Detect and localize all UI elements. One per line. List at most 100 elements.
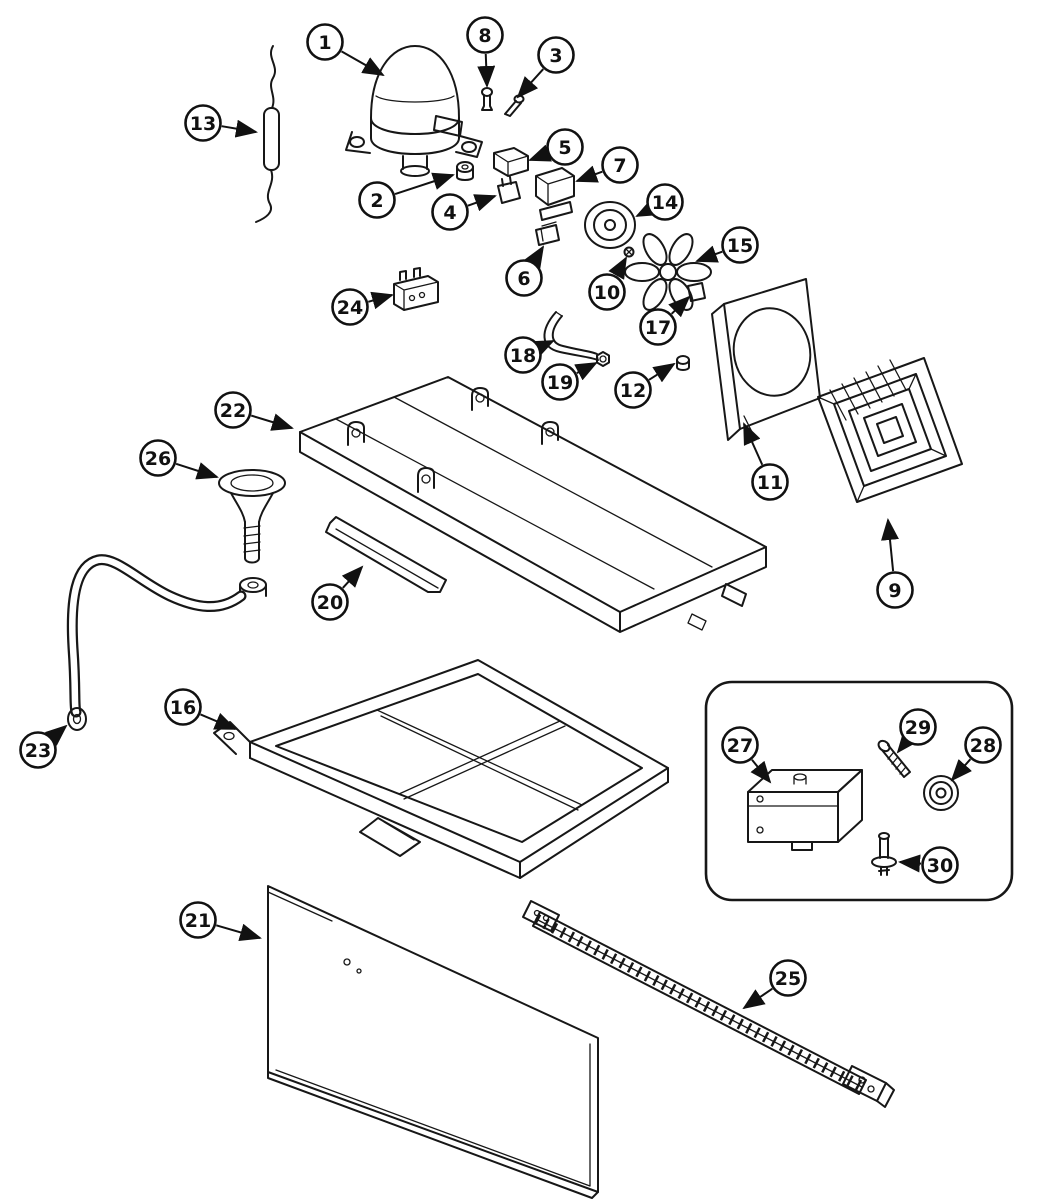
callout-5: 5 bbox=[528, 128, 584, 166]
callout-9: 9 bbox=[876, 518, 914, 609]
callout-28: 28 bbox=[950, 726, 1002, 782]
callout-4: 4 bbox=[431, 193, 497, 231]
callout-leader-29 bbox=[896, 730, 918, 754]
callout-leader-27 bbox=[750, 759, 772, 784]
callout-bubble-14 bbox=[646, 183, 684, 221]
callout-25: 25 bbox=[742, 959, 807, 1010]
callout-number-16: 16 bbox=[170, 697, 196, 719]
callout-bubble-5 bbox=[546, 128, 584, 166]
callout-bubble-13 bbox=[184, 104, 222, 142]
callout-number-10: 10 bbox=[594, 282, 620, 304]
callout-number-19: 19 bbox=[547, 372, 573, 394]
callout-19: 19 bbox=[541, 362, 598, 401]
callout-6: 6 bbox=[505, 245, 545, 297]
grommet-small bbox=[676, 355, 690, 371]
callout-number-4: 4 bbox=[443, 202, 456, 224]
callout-leader-25 bbox=[742, 987, 773, 1010]
callout-number-24: 24 bbox=[337, 297, 363, 319]
callout-bubble-28 bbox=[964, 726, 1002, 764]
callout-bubble-10 bbox=[588, 273, 626, 311]
callout-bubble-16 bbox=[164, 688, 202, 726]
callout-leader-21 bbox=[215, 923, 262, 942]
callout-leader-6 bbox=[524, 245, 545, 269]
callout-number-13: 13 bbox=[190, 113, 216, 135]
callout-number-5: 5 bbox=[558, 137, 571, 159]
callout-number-20: 20 bbox=[317, 592, 343, 614]
callout-2: 2 bbox=[358, 172, 455, 219]
callout-bubble-18 bbox=[504, 336, 542, 374]
overload-protector bbox=[535, 167, 575, 227]
callout-leader-24 bbox=[367, 291, 394, 310]
mounting-screw bbox=[877, 739, 911, 778]
callout-16: 16 bbox=[164, 688, 237, 730]
callout-bubble-4 bbox=[431, 193, 469, 231]
callout-number-7: 7 bbox=[613, 155, 626, 177]
callout-bubble-24 bbox=[331, 288, 369, 326]
callout-bubble-23 bbox=[19, 731, 57, 769]
callout-number-28: 28 bbox=[970, 735, 996, 757]
callout-leader-1 bbox=[341, 50, 385, 76]
callout-number-25: 25 bbox=[775, 968, 801, 990]
callout-23: 23 bbox=[19, 724, 68, 769]
callout-leader-13 bbox=[221, 119, 258, 138]
callout-number-8: 8 bbox=[478, 25, 491, 47]
callout-leader-26 bbox=[175, 462, 219, 480]
callout-leader-9 bbox=[881, 518, 899, 572]
relay-small bbox=[493, 147, 529, 177]
callout-number-3: 3 bbox=[549, 45, 562, 67]
callout-number-29: 29 bbox=[905, 717, 931, 739]
slide-rail bbox=[522, 900, 895, 1108]
callout-number-1: 1 bbox=[318, 32, 331, 54]
callout-bubble-7 bbox=[601, 146, 639, 184]
callout-leader-30 bbox=[898, 854, 922, 873]
callout-leader-10 bbox=[608, 256, 627, 280]
callout-11: 11 bbox=[743, 422, 789, 501]
shoulder-bolt bbox=[871, 832, 897, 876]
callout-bubble-21 bbox=[179, 901, 217, 939]
control-module bbox=[747, 769, 863, 851]
callout-number-14: 14 bbox=[652, 192, 678, 214]
clip-bracket bbox=[535, 224, 560, 246]
callout-20: 20 bbox=[311, 565, 364, 621]
callout-15: 15 bbox=[695, 226, 759, 264]
callout-3: 3 bbox=[516, 36, 575, 99]
callout-number-27: 27 bbox=[727, 735, 753, 757]
callout-bubble-25 bbox=[769, 959, 807, 997]
compressor bbox=[345, 45, 483, 177]
condenser-coil bbox=[817, 357, 963, 503]
callout-leader-2 bbox=[394, 172, 455, 196]
callout-leader-19 bbox=[574, 362, 598, 381]
callout-leader-17 bbox=[668, 295, 691, 318]
callout-leader-3 bbox=[516, 68, 544, 99]
callout-22: 22 bbox=[214, 391, 294, 431]
callout-27: 27 bbox=[721, 726, 772, 784]
drain-pan bbox=[213, 659, 669, 879]
callout-leader-20 bbox=[341, 565, 364, 589]
callout-leader-28 bbox=[950, 758, 972, 782]
callout-24: 24 bbox=[331, 288, 394, 326]
mounting-pin bbox=[481, 87, 493, 111]
callout-bubble-6 bbox=[505, 259, 543, 297]
callout-leader-8 bbox=[477, 53, 496, 88]
drain-tube bbox=[66, 554, 247, 731]
rear-access-panel bbox=[267, 885, 599, 1199]
callout-leader-12 bbox=[648, 362, 676, 383]
callout-30: 30 bbox=[898, 846, 959, 884]
fan-motor bbox=[584, 201, 636, 249]
callout-bubble-29 bbox=[899, 708, 937, 746]
callout-number-12: 12 bbox=[620, 380, 646, 402]
callout-leader-15 bbox=[695, 245, 723, 263]
wire-harness bbox=[255, 45, 280, 223]
callout-29: 29 bbox=[896, 708, 937, 754]
callout-number-6: 6 bbox=[517, 268, 530, 290]
callout-bubble-12 bbox=[614, 371, 652, 409]
callout-bubble-11 bbox=[751, 463, 789, 501]
fan-blade bbox=[624, 233, 712, 311]
callout-number-23: 23 bbox=[25, 740, 51, 762]
callout-leader-4 bbox=[467, 194, 497, 212]
callout-leader-5 bbox=[528, 144, 552, 162]
callout-bubble-9 bbox=[876, 571, 914, 609]
callout-number-22: 22 bbox=[220, 400, 246, 422]
